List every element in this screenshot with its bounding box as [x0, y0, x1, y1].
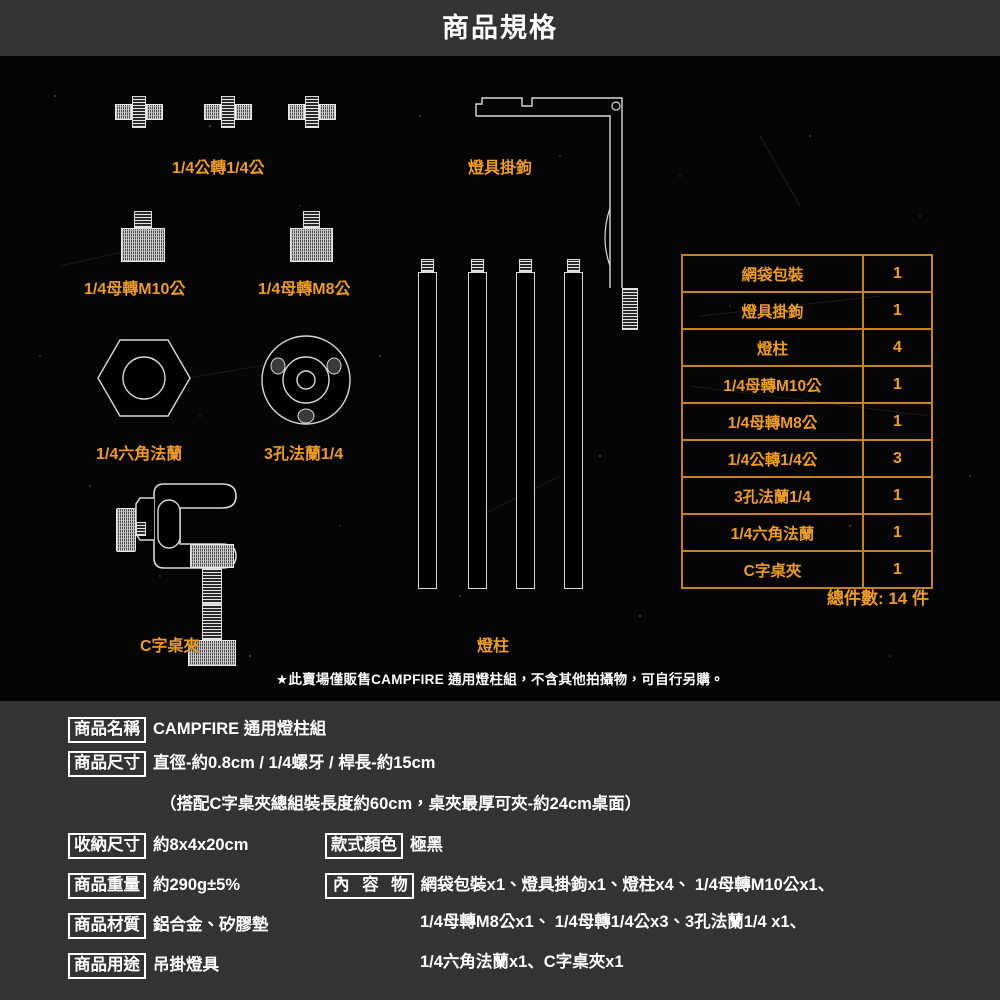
- table-row: 3孔法蘭1/4 1: [683, 478, 931, 515]
- c-clamp-top-knob: [190, 544, 234, 568]
- three-hole-flange-illustration: [261, 335, 351, 425]
- part-name: 3孔法蘭1/4: [683, 478, 864, 513]
- spec-value-storage: 約8x4x20cm: [153, 836, 249, 855]
- part-name: 1/4公轉1/4公: [683, 441, 864, 476]
- diagram-label-c-clamp: C字桌夾: [140, 638, 200, 655]
- parts-total-count: 總件數: 14 件: [826, 589, 929, 608]
- spec-value-usage: 吊掛燈具: [153, 956, 219, 975]
- spec-value-size: 直徑-約0.8cm / 1/4螺牙 / 桿長-約15cm: [153, 754, 436, 773]
- lamp-hook-thread-tip: [622, 288, 638, 330]
- part-name: 燈具掛鉤: [683, 293, 864, 328]
- spec-row-color: 款式顏色 極黑: [325, 833, 443, 859]
- c-clamp-bottom-knob: [188, 640, 236, 666]
- page-title: 商品規格: [442, 12, 558, 43]
- table-row: 網袋包裝 1: [683, 256, 931, 293]
- part-name: C字桌夾: [683, 552, 864, 587]
- table-row: C字桌夾 1: [683, 552, 931, 589]
- spec-tag-weight: 商品重量: [68, 873, 146, 899]
- table-row: 1/4母轉M10公 1: [683, 367, 931, 404]
- spec-row-storage: 收納尺寸 約8x4x20cm: [68, 833, 248, 859]
- part-name: 1/4六角法蘭: [683, 515, 864, 550]
- page-header: 商品規格: [0, 0, 1000, 56]
- part-qty: 1: [893, 560, 902, 578]
- diagram-label-m8-adapter: 1/4母轉M8公: [258, 281, 351, 298]
- diagram-label-quarter-to-quarter: 1/4公轉1/4公: [172, 160, 265, 177]
- spec-value-contents-line1: 網袋包裝x1、燈具掛鉤x1、燈柱x4、 1/4母轉M10公x1、: [420, 876, 835, 895]
- spec-row-usage: 商品用途 吊掛燈具: [68, 953, 219, 979]
- specification-panel: 商品名稱 CAMPFIRE 通用燈柱組 商品尺寸 直徑-約0.8cm / 1/4…: [0, 701, 1000, 1000]
- spec-value-weight: 約290g±5%: [153, 876, 241, 895]
- part-name: 1/4母轉M8公: [683, 404, 864, 439]
- part-qty: 1: [893, 264, 902, 282]
- spec-tag-color: 款式顏色: [325, 833, 403, 859]
- part-qty: 1: [893, 523, 902, 541]
- diagram-label-lamp-hook: 燈具掛鉤: [468, 160, 533, 177]
- part-name: 燈柱: [683, 330, 864, 365]
- spec-row-size: 商品尺寸 直徑-約0.8cm / 1/4螺牙 / 桿長-約15cm: [68, 751, 435, 777]
- hex-flange-illustration: [97, 339, 191, 417]
- c-clamp-side-knob: [116, 508, 136, 552]
- spec-row-material: 商品材質 鋁合金、矽膠墊: [68, 913, 269, 939]
- c-clamp-bottom-screw: [202, 604, 222, 640]
- spec-tag-name: 商品名稱: [68, 717, 146, 743]
- diagram-label-hex-flange: 1/4六角法蘭: [96, 446, 183, 463]
- spec-value-contents-line3: 1/4六角法蘭x1、C字桌夾x1: [420, 953, 624, 971]
- table-row: 1/4六角法蘭 1: [683, 515, 931, 552]
- part-qty: 1: [893, 301, 902, 319]
- diagram-label-light-pole: 燈柱: [477, 638, 510, 655]
- spec-tag-material: 商品材質: [68, 913, 146, 939]
- part-qty: 1: [893, 375, 902, 393]
- table-row: 1/4母轉M8公 1: [683, 404, 931, 441]
- table-row: 燈柱 4: [683, 330, 931, 367]
- part-name: 1/4母轉M10公: [683, 367, 864, 402]
- lamp-hook-illustration: [475, 97, 623, 288]
- spec-tag-contents: 內 容 物: [325, 873, 414, 899]
- spec-size-note: （搭配C字桌夾總組裝長度約60cm，桌夾最厚可夾-約24cm桌面）: [160, 795, 642, 813]
- c-clamp-side-stem: [136, 522, 146, 536]
- spec-row-contents: 內 容 物 網袋包裝x1、燈具掛鉤x1、燈柱x4、 1/4母轉M10公x1、: [325, 873, 834, 899]
- parts-diagram-panel: 1/4公轉1/4公 燈具掛鉤 1/4母轉M10公 1/4母轉M8公 1/4六角法…: [0, 56, 1000, 701]
- spec-row-name: 商品名稱 CAMPFIRE 通用燈柱組: [68, 717, 326, 743]
- spec-value-color: 極黑: [410, 836, 443, 855]
- spec-row-weight: 商品重量 約290g±5%: [68, 873, 240, 899]
- spec-tag-storage: 收納尺寸: [68, 833, 146, 859]
- part-qty: 3: [893, 449, 902, 467]
- c-clamp-top-screw: [202, 568, 222, 604]
- part-qty: 4: [893, 338, 902, 356]
- part-name: 網袋包裝: [683, 256, 864, 291]
- spec-tag-usage: 商品用途: [68, 953, 146, 979]
- spec-value-name: CAMPFIRE 通用燈柱組: [153, 720, 327, 739]
- sale-disclaimer-note: ★此賣場僅販售CAMPFIRE 通用燈柱組，不含其他拍攝物，可自行另購。: [275, 672, 725, 687]
- diagram-label-m10-adapter: 1/4母轉M10公: [84, 281, 186, 298]
- spec-tag-size: 商品尺寸: [68, 751, 146, 777]
- part-qty: 1: [893, 412, 902, 430]
- diagram-label-three-hole-flange: 3孔法蘭1/4: [264, 446, 344, 463]
- parts-quantity-table: 網袋包裝 1 燈具掛鉤 1 燈柱 4 1/4母轉M10公 1 1/4母轉M8公 …: [681, 254, 933, 589]
- table-row: 燈具掛鉤 1: [683, 293, 931, 330]
- part-qty: 1: [893, 486, 902, 504]
- table-row: 1/4公轉1/4公 3: [683, 441, 931, 478]
- spec-value-contents-line2: 1/4母轉M8公x1、 1/4母轉1/4公x3、3孔法蘭1/4 x1、: [420, 913, 807, 931]
- spec-value-material: 鋁合金、矽膠墊: [153, 916, 269, 935]
